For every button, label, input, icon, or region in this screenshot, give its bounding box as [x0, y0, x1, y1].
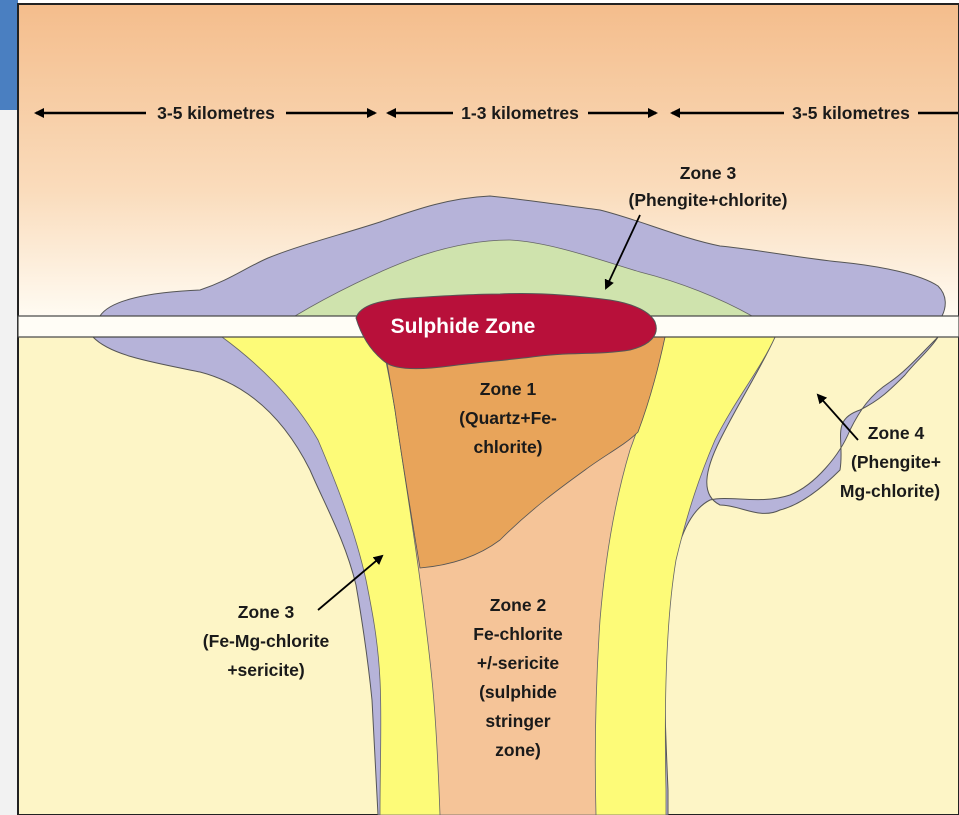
zone2-title: Zone 2 — [490, 595, 547, 615]
zone2-line6: zone) — [495, 740, 541, 760]
zone2-line4: (sulphide — [479, 682, 557, 702]
dim-right-label: 3-5 kilometres — [792, 103, 910, 123]
zone1-line2: (Quartz+Fe- — [459, 408, 557, 428]
zone2-line2: Fe-chlorite — [473, 624, 563, 644]
zone4-line3: Mg-chlorite) — [840, 481, 940, 501]
zone3-left-line3: +sericite) — [227, 660, 304, 680]
zone3-top-minerals: (Phengite+chlorite) — [629, 190, 788, 210]
zone4-line2: (Phengite+ — [851, 452, 941, 472]
dim-middle-label: 1-3 kilometres — [461, 103, 579, 123]
zone3-left-title: Zone 3 — [238, 602, 295, 622]
zone2-line5: stringer — [485, 711, 550, 731]
zone4-title: Zone 4 — [868, 423, 925, 443]
zone2-line3: +/-sericite — [477, 653, 559, 673]
zone1-title: Zone 1 — [480, 379, 537, 399]
dim-left-label: 3-5 kilometres — [157, 103, 275, 123]
zone3-left-line2: (Fe-Mg-chlorite — [203, 631, 330, 651]
zone1-line3: chlorite) — [473, 437, 542, 457]
zone3-top-title: Zone 3 — [680, 163, 737, 183]
sulphide-zone-label: Sulphide Zone — [391, 315, 536, 338]
